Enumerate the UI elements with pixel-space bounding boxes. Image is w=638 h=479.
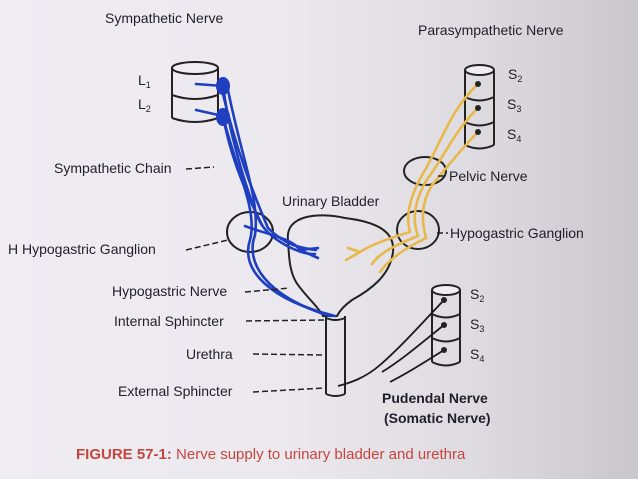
l2-label: L2 [138, 96, 151, 114]
sacral-nodes-top [475, 81, 481, 135]
lumbar-vertebrae [171, 61, 219, 123]
sacral-nodes-bottom [441, 297, 447, 353]
sympathetic-nerve-label: Sympathetic Nerve [105, 10, 224, 26]
s3-bottom-label: S3 [470, 316, 485, 334]
sacral-vertebrae-top [464, 64, 495, 150]
leader-lines [185, 166, 448, 393]
somatic-nerve-label: (Somatic Nerve) [384, 410, 491, 426]
pudendal-nerve-label: Pudendal Nerve [382, 390, 488, 406]
s4-bottom-label: S4 [470, 346, 485, 364]
sympathetic-chain-label: Sympathetic Chain [54, 160, 172, 176]
h-hypogastric-ganglion-label: H Hypogastric Ganglion [8, 241, 156, 257]
parasympathetic-nerve-label: Parasympathetic Nerve [418, 22, 564, 38]
hypogastric-nerve-label: Hypogastric Nerve [112, 283, 228, 299]
figure-caption: FIGURE 57-1: Nerve supply to urinary bla… [76, 446, 465, 463]
s2-top-label: S2 [508, 66, 523, 84]
figure-number: FIGURE 57-1: [76, 446, 172, 463]
internal-sphincter-label: Internal Sphincter [114, 313, 224, 329]
s2-bottom-label: S2 [470, 286, 485, 304]
parasympathetic-nerves [344, 82, 480, 274]
urinary-bladder-label: Urinary Bladder [282, 193, 380, 209]
urethra-tube [325, 316, 346, 397]
somatic-nerves [337, 299, 445, 387]
sacral-vertebrae-bottom [431, 284, 461, 367]
bladder-outline [286, 214, 395, 317]
s4-top-label: S4 [507, 126, 522, 144]
pelvic-nerve-label: Pelvic Nerve [449, 168, 528, 184]
urethra-label: Urethra [186, 346, 233, 362]
hypogastric-ganglion-right-label: Hypogastric Ganglion [450, 225, 584, 241]
sympathetic-chain-nodes [216, 77, 230, 126]
external-sphincter-label: External Sphincter [118, 383, 233, 399]
l1-label: L1 [138, 72, 151, 90]
figure-caption-text: Nerve supply to urinary bladder and uret… [176, 446, 466, 463]
s3-top-label: S3 [507, 96, 522, 114]
sympathetic-nerves [194, 82, 337, 318]
